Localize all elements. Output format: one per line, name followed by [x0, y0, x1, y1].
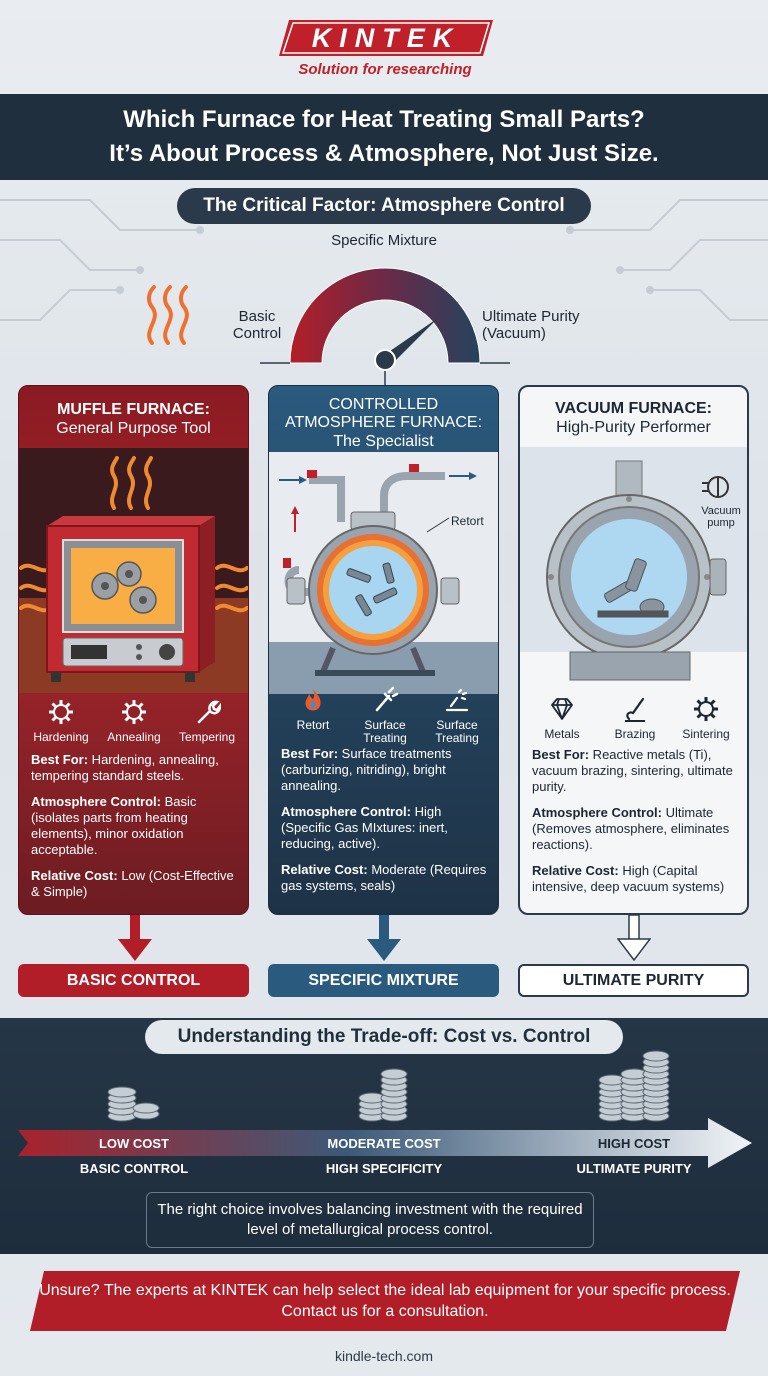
- circuit-background: [0, 199, 768, 321]
- muffle-furnace-illustration: [19, 448, 248, 693]
- controlled-feature-retort: Retort: [273, 686, 353, 732]
- flame-icon: [305, 689, 321, 711]
- coin-stack-medium-icon: [358, 1068, 408, 1122]
- muffle-description: Best For: Hardening, annealing, temperin…: [31, 752, 234, 899]
- tradeoff-summary: The right choice involves balancing inve…: [146, 1192, 594, 1248]
- torch-icon: [375, 686, 399, 712]
- gear-icon: [122, 700, 146, 724]
- cta-banner-shape: [30, 1271, 740, 1331]
- vacuum-feature-sintering: Sintering: [666, 695, 746, 741]
- card-muffle-furnace: MUFFLE FURNACE: General Purpose Tool: [18, 385, 249, 915]
- cta-banner[interactable]: Unsure? The experts at KINTEK can help s…: [39, 1282, 731, 1320]
- tradeoff-title: Understanding the Trade-off: Cost vs. Co…: [145, 1020, 623, 1054]
- vacuum-title: VACUUM FURNACE:: [554, 400, 713, 417]
- kintek-logo: KINTEK: [279, 20, 493, 56]
- arrow-down-icon: [367, 915, 401, 961]
- vacuum-subtitle: High-Purity Performer: [556, 419, 711, 436]
- high-specificity-label: HIGH SPECIFICITY: [325, 1161, 443, 1176]
- header-title-line1: Which Furnace for Heat Treating Small Pa…: [123, 106, 645, 133]
- card-vacuum-furnace: VACUUM FURNACE: High-Purity Performer Va…: [518, 385, 749, 915]
- basic-control-pill: BASIC CONTROL: [18, 964, 249, 997]
- muffle-title: MUFFLE FURNACE:: [57, 401, 210, 418]
- retort-furnace-illustration: [269, 452, 498, 694]
- card-controlled-atmosphere-furnace: CONTROLLED ATMOSPHERE FURNACE: The Speci…: [268, 385, 499, 915]
- logo-wordmark: KINTEK: [311, 23, 461, 53]
- basic-control-label: BASIC CONTROL: [79, 1161, 189, 1176]
- brazing-icon: [625, 697, 645, 722]
- specific-mixture-pill: SPECIFIC MIXTURE: [268, 964, 499, 997]
- coin-stack-small-icon: [107, 1086, 160, 1122]
- header-title-line2: It’s About Process & Atmosphere, Not Jus…: [109, 140, 659, 167]
- heat-waves-icon: [146, 285, 189, 345]
- page-header: Which Furnace for Heat Treating Small Pa…: [0, 94, 768, 180]
- atmosphere-gauge: [260, 267, 510, 386]
- controlled-subtitle: The Specialist: [333, 433, 434, 450]
- diamond-icon: [551, 698, 573, 720]
- arrow-down-icon: [617, 915, 651, 961]
- coin-stack-large-icon: [598, 1050, 670, 1122]
- vacuum-feature-metals: Metals: [522, 695, 602, 741]
- critical-factor-banner: The Critical Factor: Atmosphere Control: [177, 188, 591, 224]
- controlled-feature-surface-treating-2: Surface Treating: [417, 686, 497, 745]
- ultimate-purity-pill: ULTIMATE PURITY: [518, 964, 749, 997]
- spray-icon: [445, 688, 469, 712]
- moderate-cost-label: MODERATE COST: [327, 1136, 441, 1151]
- controlled-title-line2: ATMOSPHERE FURNACE:: [284, 414, 483, 431]
- gauge-label-ultimate: Ultimate Purity (Vacuum): [482, 308, 580, 342]
- footer-url[interactable]: kindle-tech.com: [334, 1348, 434, 1364]
- arrow-down-icon: [118, 915, 152, 961]
- gear-icon: [49, 700, 73, 724]
- ultimate-purity-label: ULTIMATE PURITY: [576, 1161, 692, 1176]
- muffle-subtitle: General Purpose Tool: [56, 420, 211, 437]
- low-cost-label: LOW COST: [98, 1136, 170, 1151]
- gear-icon: [694, 697, 718, 721]
- high-cost-label: HIGH COST: [597, 1136, 671, 1151]
- muffle-feature-tempering: Tempering: [167, 698, 247, 744]
- vacuum-pump-callout: Vacuum pump: [701, 505, 741, 529]
- vacuum-chamber-illustration: [520, 447, 747, 681]
- cost-gradient-arrow: [18, 1118, 752, 1168]
- vacuum-feature-brazing: Brazing: [595, 695, 675, 741]
- vacuum-description: Best For: Reactive metals (Ti), vacuum b…: [532, 747, 733, 894]
- muffle-feature-annealing: Annealing: [94, 698, 174, 744]
- gauge-label-basic: Basic Control: [232, 308, 282, 342]
- retort-callout: Retort: [451, 514, 484, 528]
- wrench-icon: [197, 700, 221, 724]
- brand-tagline: Solution for researching: [298, 61, 472, 78]
- controlled-feature-surface-treating-1: Surface Treating: [345, 686, 425, 745]
- controlled-description: Best For: Surface treatments (carburizin…: [281, 746, 487, 893]
- muffle-feature-hardening: Hardening: [21, 698, 101, 744]
- controlled-title-line1: CONTROLLED: [328, 396, 439, 413]
- gauge-label-specific: Specific Mixture: [331, 232, 437, 249]
